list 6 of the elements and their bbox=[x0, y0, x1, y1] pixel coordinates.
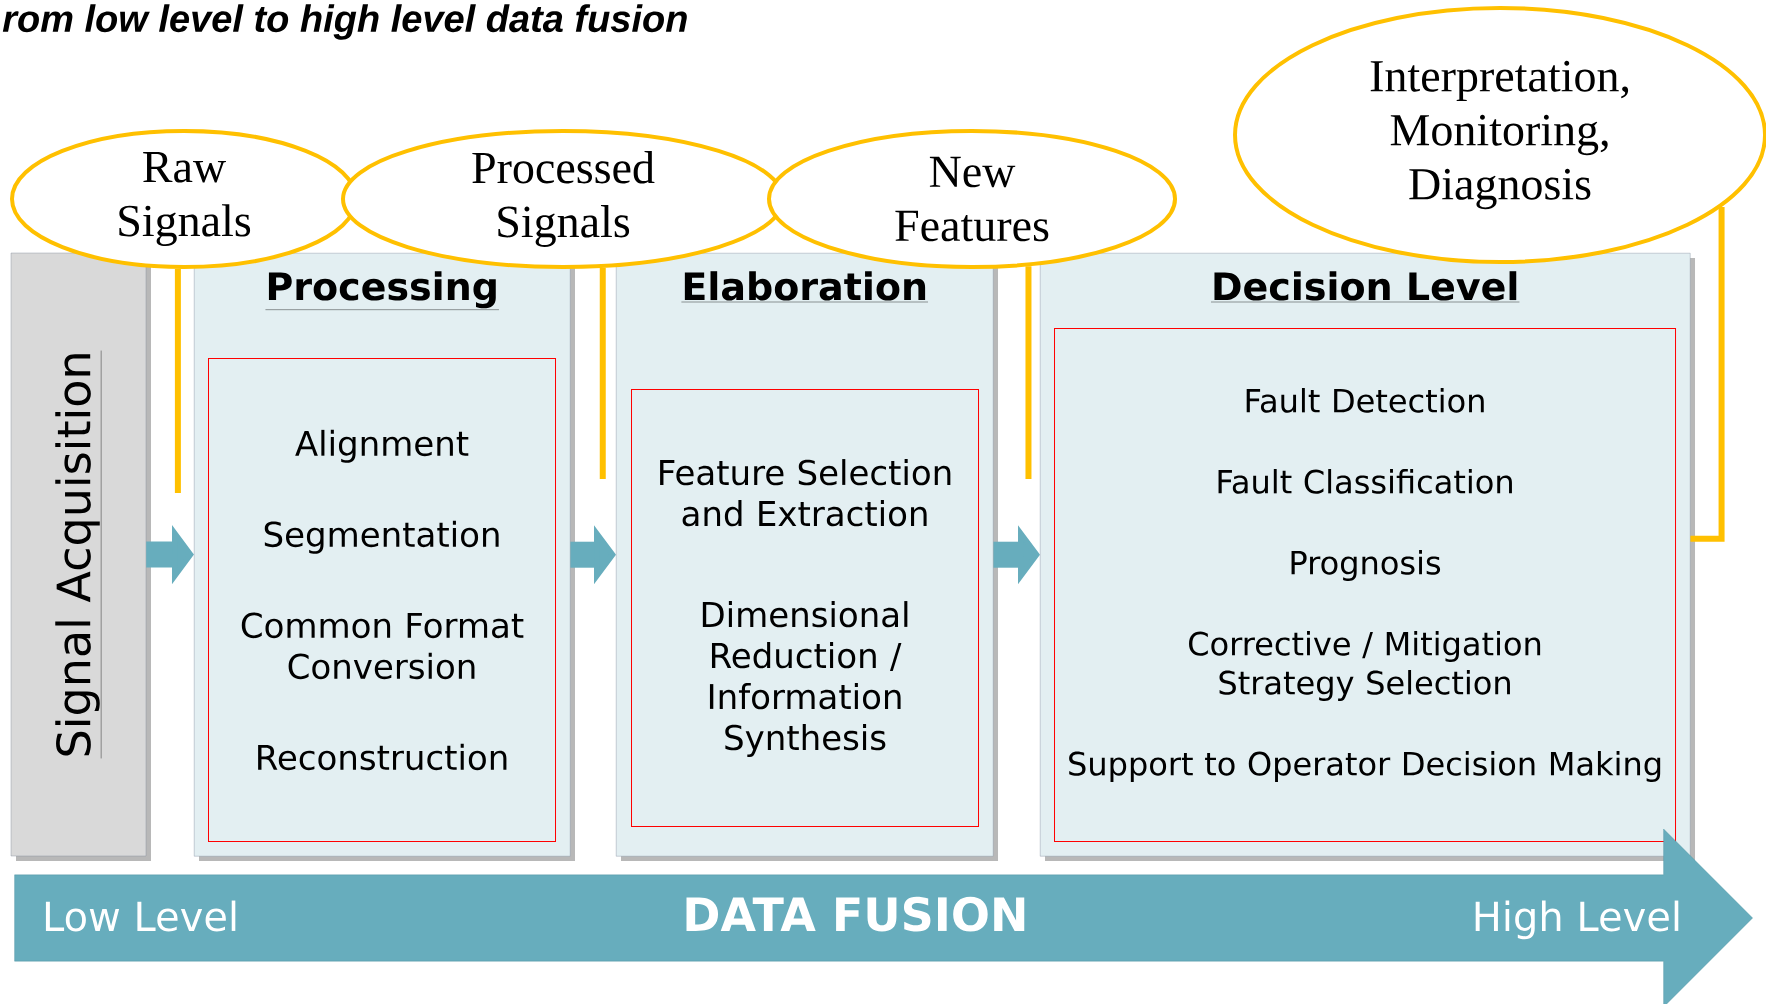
task-list-box: Feature Selection and Extraction Dimensional Reduction / Information Synthesis bbox=[631, 389, 979, 827]
task-list-box: Alignment Segmentation Common Format Conversion Reconstruction bbox=[208, 358, 556, 842]
task-list-box: Fault Detection Fault Classification Prognosis Corrective / Mitigation Strategy Selection Support to Operator Decision Making bbox=[1054, 328, 1676, 842]
acquisition-box: Signal Acquisition bbox=[10, 252, 151, 861]
node-label: Interpretation, Monitoring, Diagnosis bbox=[1370, 60, 1629, 210]
title: rom low level to high level data fusion bbox=[2, 4, 687, 40]
